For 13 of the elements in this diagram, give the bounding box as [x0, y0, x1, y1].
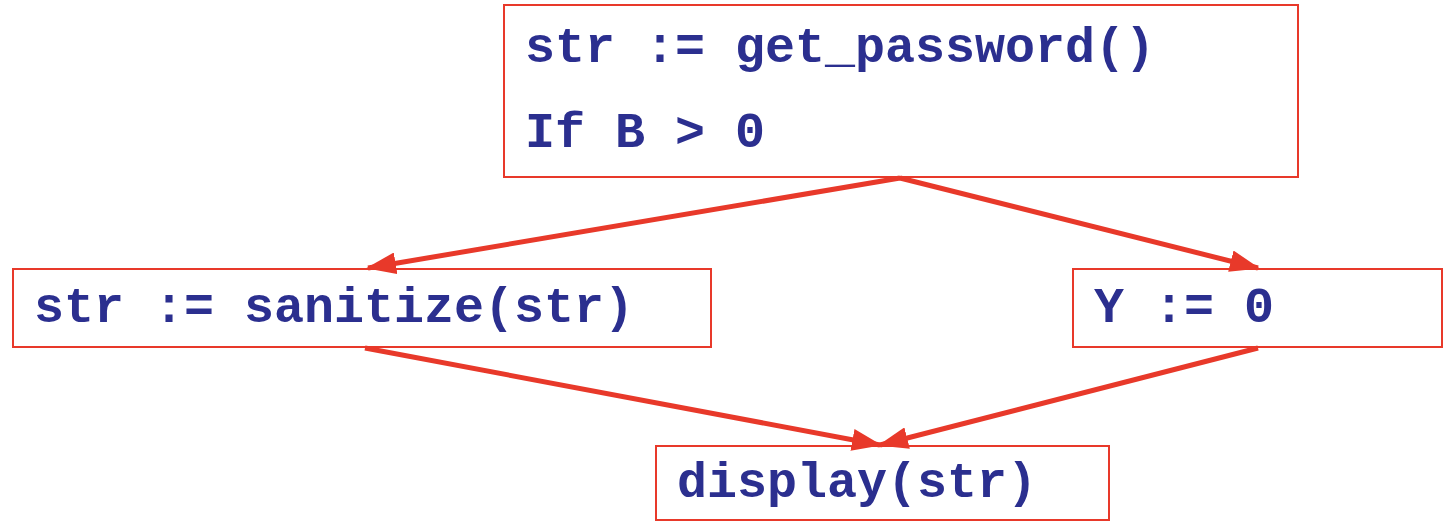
process-box	[1072, 268, 1443, 348]
arrow	[899, 175, 1260, 272]
decision-box	[503, 4, 1299, 178]
arrow	[364, 345, 882, 451]
process-box	[12, 268, 712, 348]
process-box	[655, 445, 1110, 521]
arrow	[366, 175, 901, 275]
code-line: If B > 0	[525, 106, 767, 161]
code-line: Y := 0	[1094, 280, 1276, 336]
code-line: str := sanitize(str)	[34, 280, 636, 336]
arrow	[878, 345, 1259, 449]
code-line: str := get_password()	[525, 21, 1157, 76]
code-line: display(str)	[677, 455, 1039, 511]
